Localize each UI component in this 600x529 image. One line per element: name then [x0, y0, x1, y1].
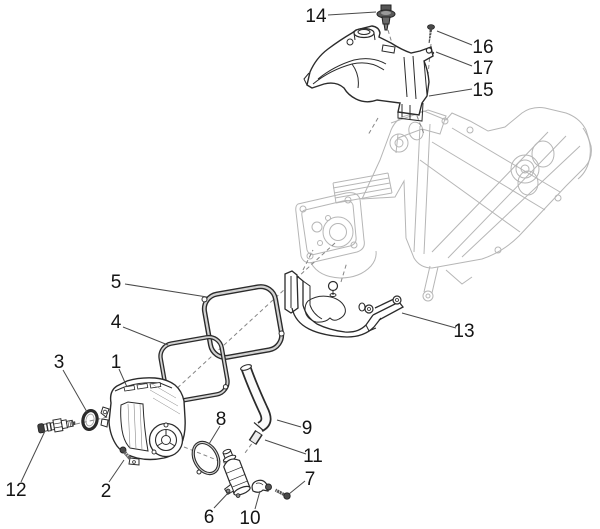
part-hose-sleeve: [248, 430, 263, 445]
callout-leader-lines: [20, 11, 473, 510]
part-breather-hose: [240, 364, 272, 432]
callout-label-13: 13: [453, 321, 474, 342]
callout-labels: 1 2 3 4 5 6 7 8 9 10 11 12 13 14 15 16 1…: [5, 6, 493, 529]
callout-label-5: 5: [111, 272, 122, 293]
part-upper-shroud: [303, 25, 434, 122]
callout-label-12: 12: [5, 480, 26, 501]
part-cover-gasket-outer: [201, 284, 285, 360]
part-breather-gasket: [191, 440, 221, 476]
callout-label-4: 4: [111, 312, 122, 333]
part-shroud-screw: [427, 24, 435, 43]
part-shroud-washer: [425, 47, 435, 55]
engine-assembly-art: [295, 107, 592, 302]
part-oring-seal: [81, 408, 99, 432]
callout-label-11: 11: [303, 446, 323, 467]
part-oil-separator: [222, 448, 251, 498]
callout-label-1: 1: [111, 352, 122, 373]
part-cover-gasket-inner: [158, 334, 230, 404]
part-sensor-plug: [376, 4, 396, 31]
callout-label-16: 16: [472, 37, 493, 58]
callout-label-7: 7: [305, 469, 316, 490]
callout-label-10: 10: [239, 508, 260, 529]
callout-label-17: 17: [472, 58, 493, 79]
part-fitting-screw: [274, 488, 291, 500]
callout-label-14: 14: [305, 6, 327, 27]
callout-label-15: 15: [472, 80, 493, 101]
part-lower-shroud-bracket: [284, 270, 404, 338]
part-cover-bolt: [119, 446, 132, 460]
callout-label-9: 9: [302, 418, 313, 439]
callout-label-2: 2: [101, 481, 112, 502]
part-spark-plug: [37, 418, 76, 434]
part-elbow-fitting: [251, 479, 272, 493]
part-cylinder-head-cover: [100, 377, 186, 466]
callout-label-8: 8: [216, 409, 227, 430]
callout-label-3: 3: [54, 352, 65, 373]
callout-label-6: 6: [204, 507, 215, 528]
